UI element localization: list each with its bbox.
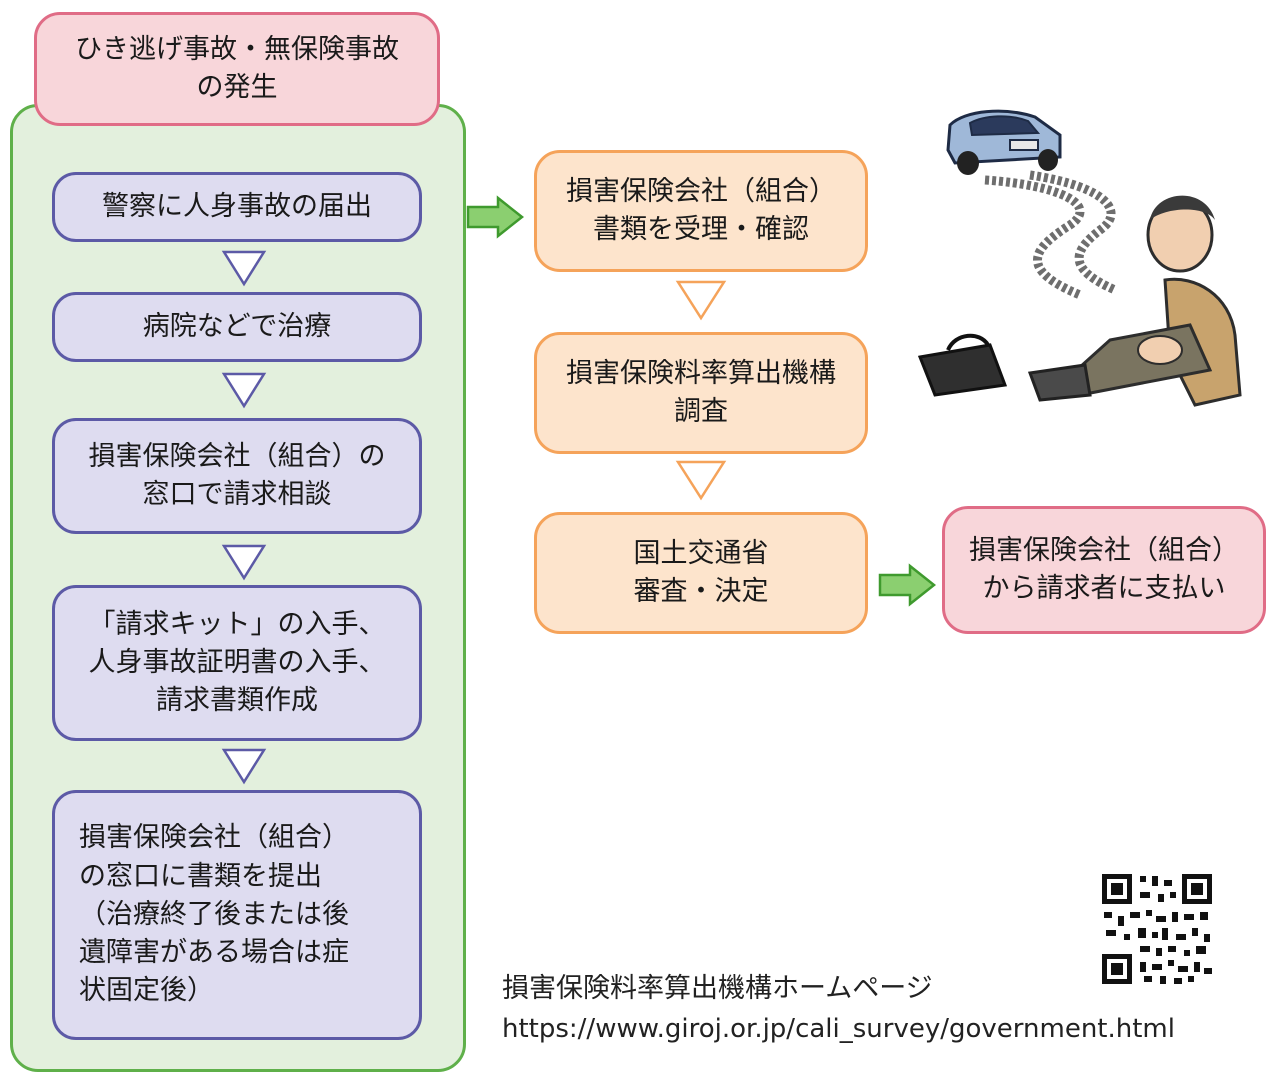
down-triangle-icon: [221, 748, 267, 785]
down-triangle-icon: [221, 372, 267, 409]
down-triangle-icon: [221, 250, 267, 287]
qr-code-icon: [1100, 872, 1214, 986]
step-hospital-treatment: 病院などで治療: [52, 292, 422, 362]
start-box: ひき逃げ事故・無保険事故 の発生: [34, 12, 440, 126]
green-arrow-icon: [878, 563, 937, 607]
step-submit-documents: 損害保険会社（組合） の窓口に書類を提出 （治療終了後または後 遺障害がある場合…: [52, 790, 422, 1040]
down-triangle-icon: [675, 460, 727, 501]
homepage-label: 損害保険料率算出機構ホームページ: [502, 973, 933, 1004]
step-claim-consultation: 損害保険会社（組合）の 窓口で請求相談: [52, 418, 422, 534]
step-claim-kit: 「請求キット」の入手、 人身事故証明書の入手、 請求書類作成: [52, 585, 422, 741]
down-triangle-icon: [675, 280, 727, 321]
car-icon: [946, 109, 1062, 175]
step-police-report: 警察に人身事故の届出: [52, 172, 422, 242]
accident-illustration: [917, 109, 1242, 407]
step-ministry-decision: 国土交通省 審査・決定: [534, 512, 868, 634]
injured-person-icon: [1027, 195, 1242, 407]
green-arrow-icon: [466, 195, 525, 239]
step-receive-documents: 損害保険会社（組合） 書類を受理・確認: [534, 150, 868, 272]
payment-box: 損害保険会社（組合） から請求者に支払い: [942, 506, 1266, 634]
step-investigation: 損害保険料率算出機構 調査: [534, 332, 868, 454]
homepage-url[interactable]: https://www.giroj.or.jp/cali_survey/gove…: [502, 1014, 1175, 1044]
down-triangle-icon: [221, 544, 267, 581]
